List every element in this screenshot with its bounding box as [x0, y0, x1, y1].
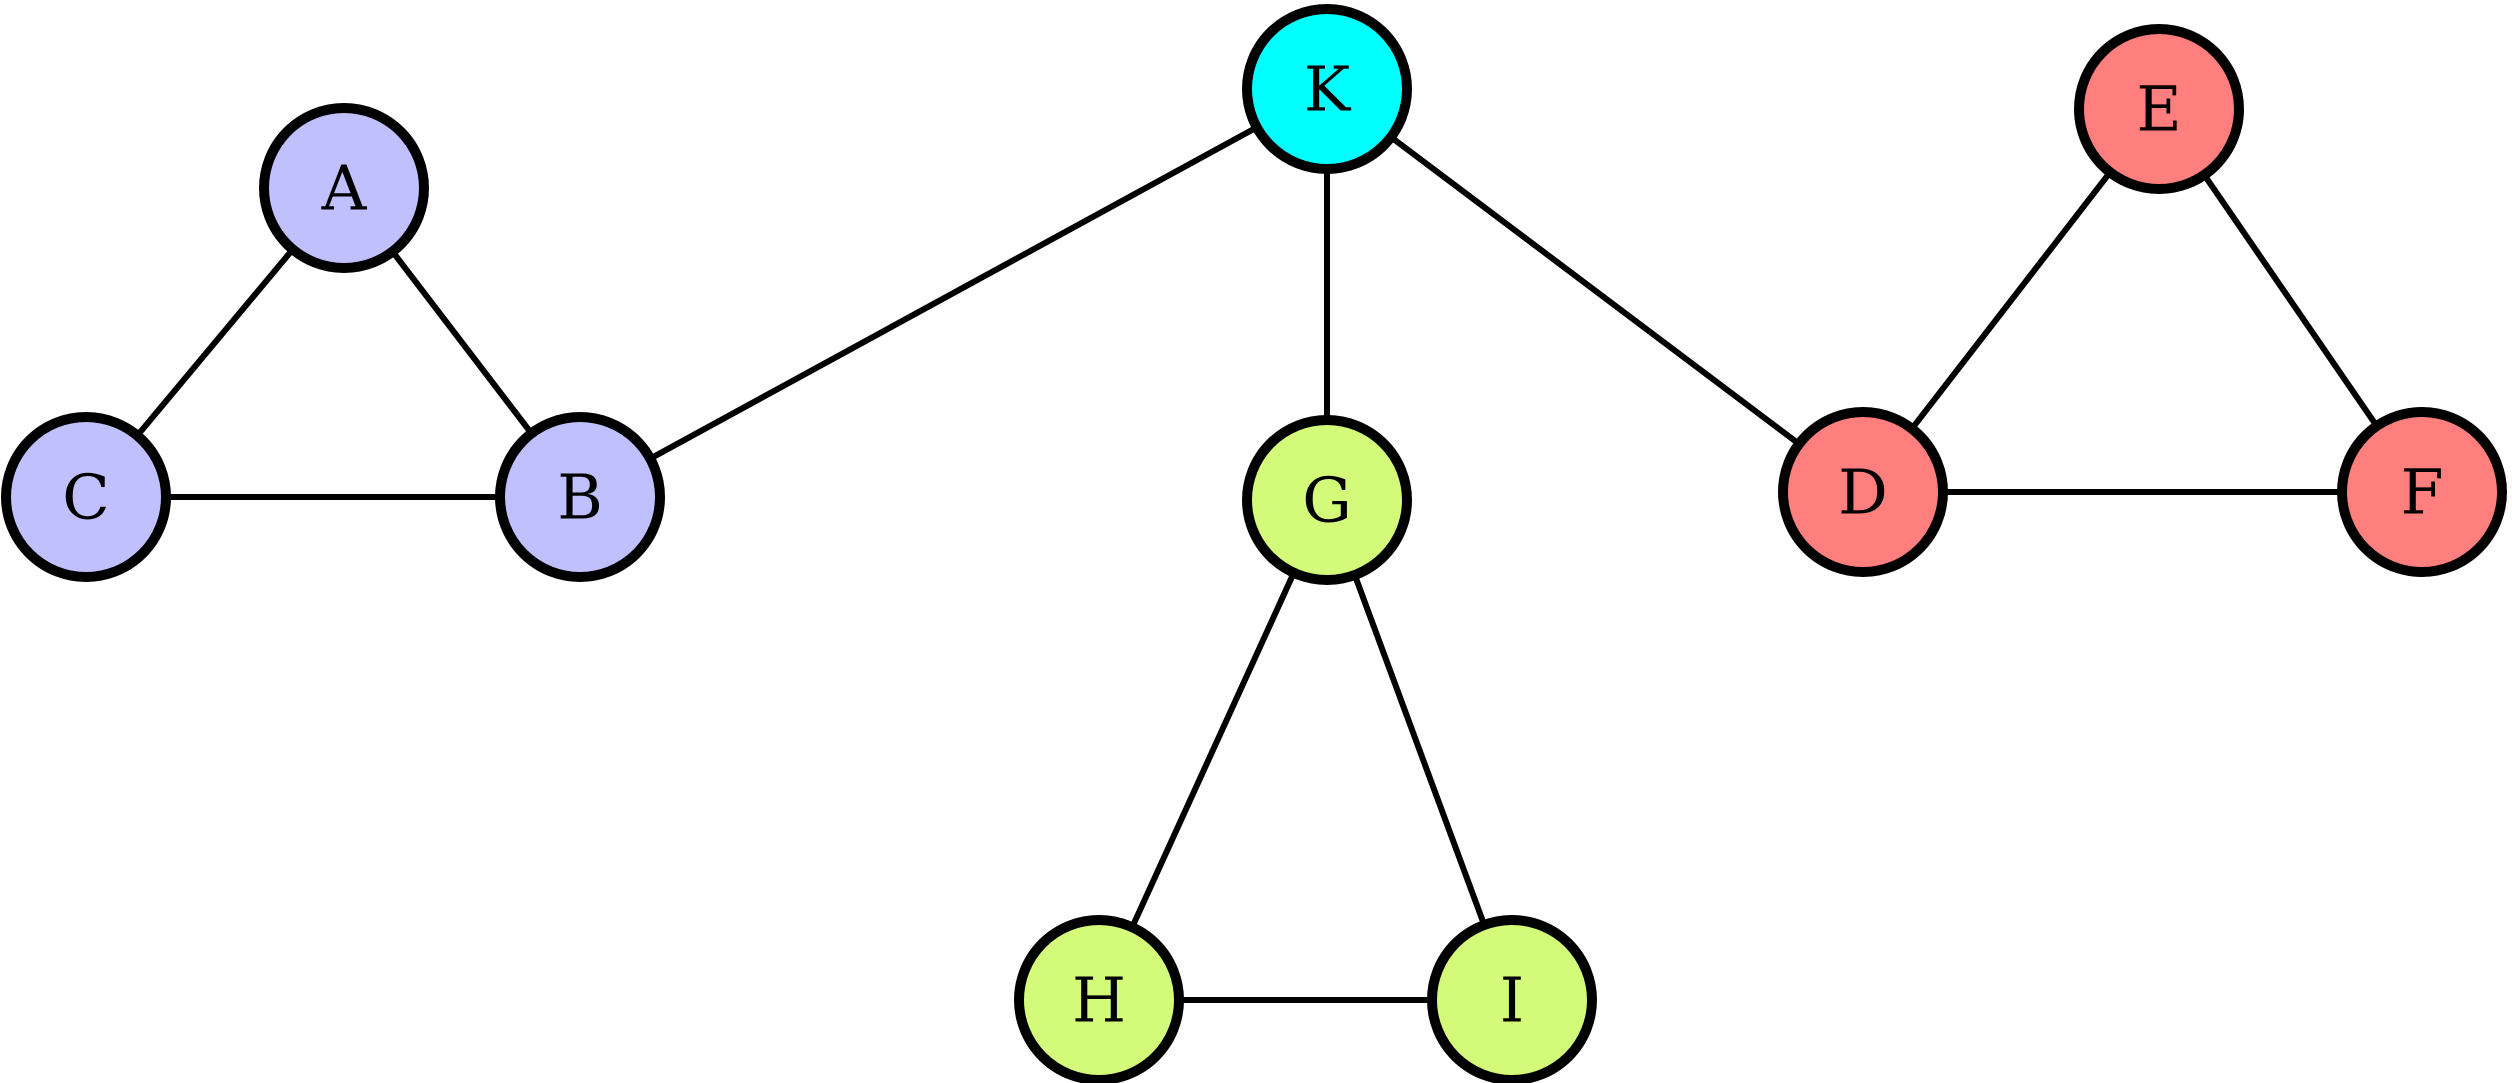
node-label-a: A: [321, 152, 368, 225]
node-label-b: B: [557, 461, 603, 534]
node-b: B: [495, 412, 665, 582]
node-label-h: H: [1072, 964, 1126, 1037]
node-f: F: [2337, 407, 2507, 577]
node-circle-e: [2074, 24, 2244, 194]
node-h: H: [1014, 915, 1184, 1083]
node-g: G: [1242, 415, 1412, 585]
nodes-layer: A B C K G H I D E F: [1, 4, 2507, 1083]
node-label-k: K: [1304, 53, 1352, 126]
node-circle-k: [1242, 4, 1412, 174]
node-circle-a: [259, 103, 429, 273]
node-k: K: [1242, 4, 1412, 174]
node-e: E: [2074, 24, 2244, 194]
node-label-f: F: [2400, 456, 2443, 529]
node-circle-b: [495, 412, 665, 582]
node-circle-f: [2337, 407, 2507, 577]
node-a: A: [259, 103, 429, 273]
node-label-e: E: [2136, 73, 2181, 146]
node-circle-c: [1, 412, 171, 582]
node-circle-g: [1242, 415, 1412, 585]
node-circle-i: [1427, 915, 1597, 1083]
node-d: D: [1778, 407, 1948, 577]
node-label-d: D: [1838, 456, 1888, 529]
edge-k-d: [1324, 86, 1866, 495]
node-label-g: G: [1302, 464, 1352, 537]
node-circle-h: [1014, 915, 1184, 1083]
node-label-c: C: [62, 461, 109, 534]
node-c: C: [1, 412, 171, 582]
edge-g-h: [1096, 497, 1330, 1003]
edge-k-b: [577, 86, 1330, 500]
node-label-i: I: [1500, 964, 1525, 1037]
edges-layer: [83, 86, 2425, 1003]
edge-g-i: [1324, 497, 1515, 1003]
node-i: I: [1427, 915, 1597, 1083]
node-circle-d: [1778, 407, 1948, 577]
